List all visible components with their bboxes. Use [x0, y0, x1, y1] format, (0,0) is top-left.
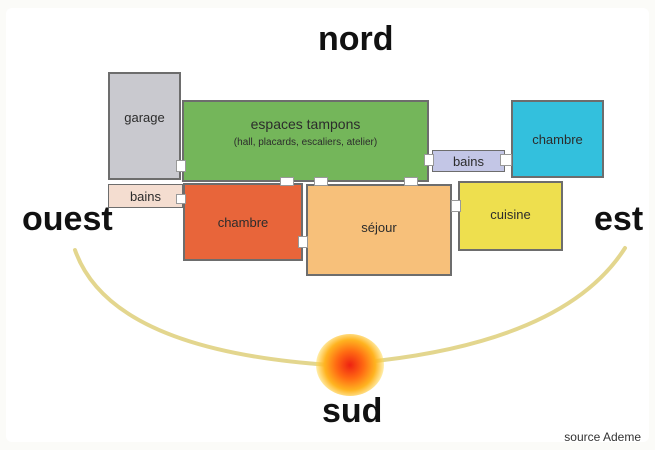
door-marker	[176, 194, 186, 204]
room-garage: garage	[108, 72, 181, 180]
room-kitchen-label: cuisine	[490, 207, 531, 222]
sun-icon	[316, 334, 384, 396]
room-living: séjour	[306, 184, 452, 276]
door-marker	[404, 177, 418, 186]
door-marker	[176, 160, 186, 172]
room-buffer-detail: (hall, placards, escaliers, atelier)	[233, 137, 378, 148]
door-marker	[424, 154, 434, 166]
room-bedroom-east: chambre	[511, 100, 604, 178]
room-bathroom-east: bains	[432, 150, 505, 172]
room-garage-label: garage	[124, 110, 165, 125]
room-bathroom-west: bains	[108, 184, 183, 208]
label-east: est	[594, 200, 644, 238]
door-marker	[280, 177, 294, 186]
door-marker	[451, 200, 461, 212]
label-south: sud	[322, 392, 383, 430]
room-kitchen: cuisine	[458, 181, 563, 251]
label-north: nord	[318, 20, 394, 58]
door-marker	[298, 236, 308, 248]
door-marker	[500, 154, 512, 166]
room-bathroom-east-label: bains	[452, 154, 485, 169]
room-buffer-title: espaces tampons	[250, 116, 361, 132]
room-bedroom-west: chambre	[183, 183, 303, 261]
room-bathroom-west-label: bains	[129, 189, 162, 204]
room-bedroom-west-label: chambre	[217, 215, 269, 230]
label-west: ouest	[22, 200, 113, 238]
door-marker	[314, 177, 328, 186]
room-bedroom-east-label: chambre	[532, 132, 583, 147]
source-credit: source Ademe	[564, 430, 641, 444]
room-living-label: séjour	[361, 220, 397, 235]
room-buffer-spaces: espaces tampons (hall, placards, escalie…	[182, 100, 429, 182]
